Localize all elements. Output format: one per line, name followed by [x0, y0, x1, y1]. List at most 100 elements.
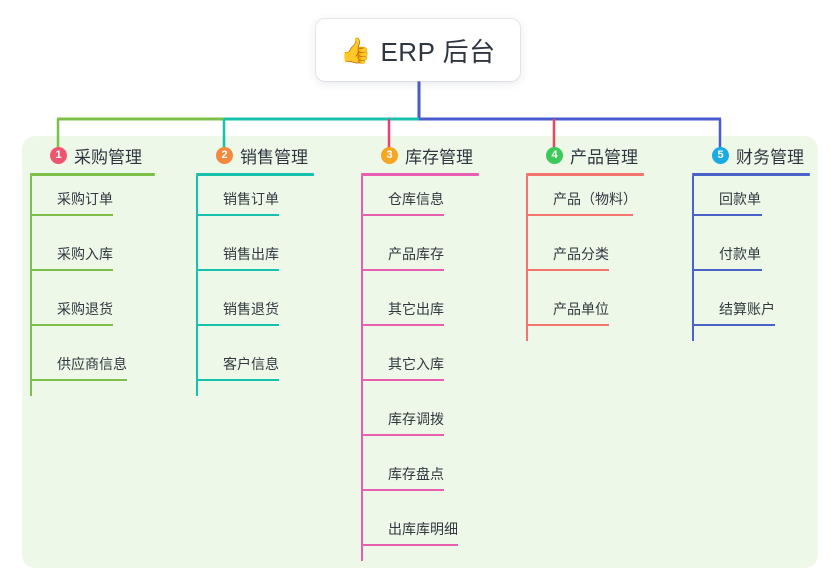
branch-item-label: 产品库存 — [388, 246, 444, 262]
branch-item-label: 仓库信息 — [388, 191, 444, 207]
branch-item-rule — [196, 214, 279, 216]
branch-item-label: 客户信息 — [223, 356, 279, 372]
branch-header-销售管理[interactable]: 2 销售管理 — [196, 143, 314, 167]
branch-item[interactable]: 产品库存 — [361, 231, 479, 286]
branch-item[interactable]: 回款单 — [692, 176, 810, 231]
branch-item-rule — [692, 269, 762, 271]
branch-item-list: 仓库信息产品库存其它出库其它入库库存调拨库存盘点出库库明细 — [361, 176, 479, 561]
branch-item-rule — [30, 379, 127, 381]
branch-item[interactable]: 销售出库 — [196, 231, 314, 286]
branch-item[interactable]: 采购退货 — [30, 286, 155, 341]
branch-item-rule — [692, 324, 775, 326]
thumbs-up-icon: 👍 — [340, 35, 372, 65]
branch-item[interactable]: 供应商信息 — [30, 341, 155, 396]
branch-item-list: 采购订单采购入库采购退货供应商信息 — [30, 176, 155, 396]
branch-item-rule — [361, 379, 444, 381]
branch-item-label: 付款单 — [719, 246, 761, 262]
branch-item-rule — [526, 324, 609, 326]
branch-spine — [526, 176, 528, 341]
branch-item-rule — [361, 214, 444, 216]
branch-item[interactable]: 销售退货 — [196, 286, 314, 341]
branch-item-rule — [196, 324, 279, 326]
branch-item[interactable]: 产品单位 — [526, 286, 644, 341]
branch-title: 产品管理 — [570, 147, 638, 167]
branch-item-label: 销售订单 — [223, 191, 279, 207]
branch-item-list: 回款单付款单结算账户 — [692, 176, 810, 341]
branch-column-财务管理: 5 财务管理回款单付款单结算账户 — [692, 143, 810, 341]
branch-index-badge: 2 — [216, 146, 233, 164]
branch-item-label: 产品单位 — [553, 301, 609, 317]
branch-item-rule — [361, 489, 444, 491]
branch-item-rule — [30, 324, 113, 326]
branch-item-label: 其它入库 — [388, 356, 444, 372]
branch-item-label: 采购入库 — [57, 246, 113, 262]
branch-spine — [692, 176, 694, 341]
root-node-title: ERP 后台 — [380, 36, 496, 67]
branch-item-label: 产品（物料） — [553, 191, 637, 207]
branch-item-rule — [361, 324, 444, 326]
branch-item[interactable]: 客户信息 — [196, 341, 314, 396]
branch-spine — [196, 176, 198, 396]
branch-column-库存管理: 3 库存管理仓库信息产品库存其它出库其它入库库存调拨库存盘点出库库明细 — [361, 143, 479, 561]
branch-item[interactable]: 仓库信息 — [361, 176, 479, 231]
branch-item-label: 出库库明细 — [388, 521, 458, 537]
branch-item-rule — [692, 214, 762, 216]
branch-header-rule — [30, 173, 155, 176]
branch-item-label: 供应商信息 — [57, 356, 127, 372]
branch-item-rule — [30, 214, 113, 216]
branch-index-badge: 4 — [546, 146, 563, 164]
branch-item[interactable]: 出库库明细 — [361, 506, 479, 561]
branch-item-label: 采购退货 — [57, 301, 113, 317]
branch-title: 财务管理 — [736, 147, 804, 167]
branch-item-rule — [30, 269, 113, 271]
branch-item-rule — [526, 214, 633, 216]
root-node-erp-backend[interactable]: 👍 ERP 后台 — [316, 19, 520, 81]
branch-item-rule — [361, 434, 444, 436]
branch-item[interactable]: 采购订单 — [30, 176, 155, 231]
branch-column-销售管理: 2 销售管理销售订单销售出库销售退货客户信息 — [196, 143, 314, 396]
branch-header-rule — [196, 173, 314, 176]
branch-item-label: 其它出库 — [388, 301, 444, 317]
branch-item[interactable]: 其它出库 — [361, 286, 479, 341]
branch-item[interactable]: 付款单 — [692, 231, 810, 286]
branch-spine — [30, 176, 32, 396]
branch-item-list: 产品（物料） 产品分类产品单位 — [526, 176, 644, 341]
branch-item[interactable]: 产品分类 — [526, 231, 644, 286]
branch-item-rule — [196, 379, 279, 381]
branch-item[interactable]: 其它入库 — [361, 341, 479, 396]
root-node-content: 👍 ERP 后台 — [340, 32, 495, 69]
branch-item-label: 回款单 — [719, 191, 761, 207]
branch-spine — [361, 176, 363, 561]
branch-item-rule — [361, 269, 444, 271]
content-panel — [22, 136, 818, 568]
branch-header-财务管理[interactable]: 5 财务管理 — [692, 143, 810, 167]
branch-item-label: 销售出库 — [223, 246, 279, 262]
branch-item-label: 库存盘点 — [388, 466, 444, 482]
branch-column-产品管理: 4 产品管理产品（物料） 产品分类产品单位 — [526, 143, 644, 341]
branch-header-产品管理[interactable]: 4 产品管理 — [526, 143, 644, 167]
branch-title: 库存管理 — [405, 147, 473, 167]
branch-item-label: 销售退货 — [223, 301, 279, 317]
branch-item-label: 库存调拨 — [388, 411, 444, 427]
branch-item[interactable]: 产品（物料） — [526, 176, 644, 231]
branch-index-badge: 3 — [381, 146, 398, 164]
branch-item[interactable]: 库存调拨 — [361, 396, 479, 451]
branch-item[interactable]: 销售订单 — [196, 176, 314, 231]
branch-item-rule — [526, 269, 609, 271]
branch-item[interactable]: 结算账户 — [692, 286, 810, 341]
branch-item-label: 采购订单 — [57, 191, 113, 207]
branch-header-rule — [692, 173, 810, 176]
branch-item[interactable]: 采购入库 — [30, 231, 155, 286]
branch-header-rule — [361, 173, 479, 176]
branch-index-badge: 5 — [712, 146, 729, 164]
branch-item-label: 结算账户 — [719, 301, 775, 317]
branch-title: 销售管理 — [240, 147, 308, 167]
branch-item-rule — [196, 269, 279, 271]
branch-title: 采购管理 — [74, 147, 142, 167]
branch-item-rule — [361, 544, 458, 546]
branch-header-库存管理[interactable]: 3 库存管理 — [361, 143, 479, 167]
branch-item[interactable]: 库存盘点 — [361, 451, 479, 506]
